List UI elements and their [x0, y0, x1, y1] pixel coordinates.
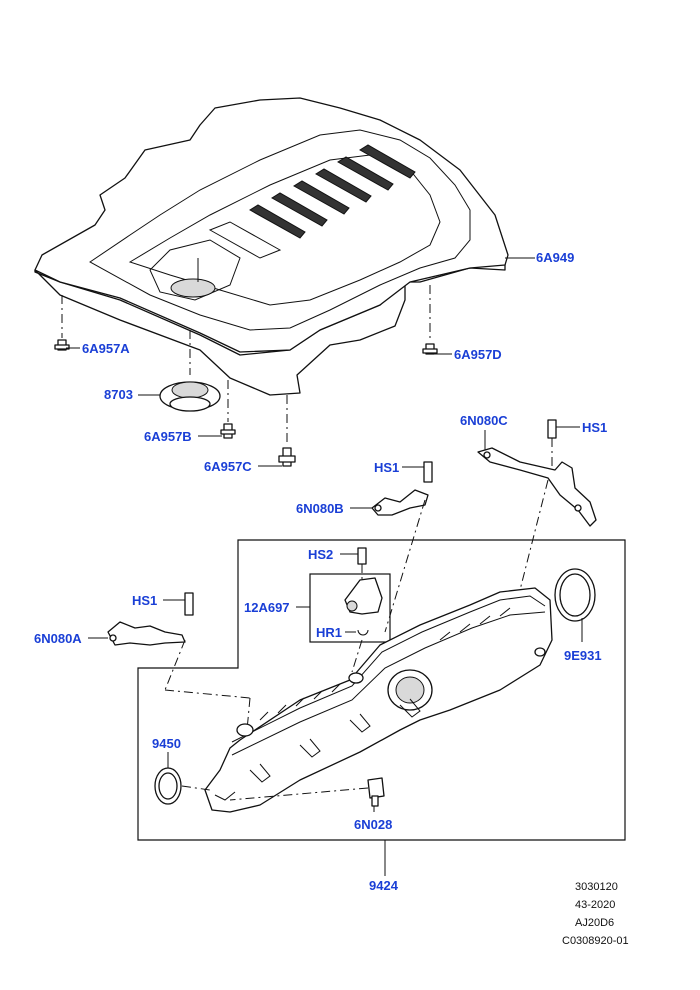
- callout-6a957b: 6A957B: [144, 429, 192, 444]
- reference-line-2: 43-2020: [575, 899, 615, 911]
- callout-12a697: 12A697: [244, 600, 290, 615]
- bracket-6n080b: [350, 461, 433, 633]
- callout-9424: 9424: [369, 878, 399, 893]
- bolt-6a957b: [198, 380, 236, 439]
- reference-line-3: AJ20D6: [575, 917, 614, 929]
- callout-6a949: 6A949: [536, 250, 574, 265]
- callout-6a957d: 6A957D: [454, 347, 502, 362]
- bracket-6n080a: [88, 592, 251, 731]
- callout-hs1-a: HS1: [132, 593, 157, 608]
- callout-6a957a: 6A957A: [82, 341, 130, 356]
- grommet-8703: [138, 330, 221, 412]
- callout-9450: 9450: [152, 736, 181, 751]
- bolt-6a957c: [258, 395, 296, 467]
- screw-6n028: [229, 777, 385, 812]
- reference-line-1: 3030120: [575, 881, 618, 893]
- callout-hs1-c: HS1: [582, 420, 607, 435]
- bracket-6n080c: [477, 419, 597, 591]
- callout-6n080b: 6N080B: [296, 501, 344, 516]
- intake-manifold: [204, 587, 553, 813]
- callout-hr1: HR1: [316, 625, 342, 640]
- reference-line-4: C0308920-01: [562, 935, 629, 947]
- callout-6n080c: 6N080C: [460, 413, 508, 428]
- seal-9e931: [554, 568, 596, 642]
- callout-9e931: 9E931: [564, 648, 602, 663]
- engine-cover: [34, 97, 509, 396]
- reference-block: 3030120 43-2020 AJ20D6 C0308920-01: [562, 881, 629, 947]
- seal-9450: [154, 752, 211, 805]
- callout-6n080a: 6N080A: [34, 631, 82, 646]
- callout-6n028: 6N028: [354, 817, 392, 832]
- sensor-12a697: [296, 547, 391, 673]
- callout-6a957c: 6A957C: [204, 459, 252, 474]
- callout-hs2: HS2: [308, 547, 333, 562]
- manifold-callout-frame: [137, 539, 626, 841]
- bolt-6a957d: [422, 285, 452, 355]
- callout-hs1-b: HS1: [374, 460, 399, 475]
- bolt-6a957a: [54, 295, 80, 351]
- callout-8703: 8703: [104, 387, 133, 402]
